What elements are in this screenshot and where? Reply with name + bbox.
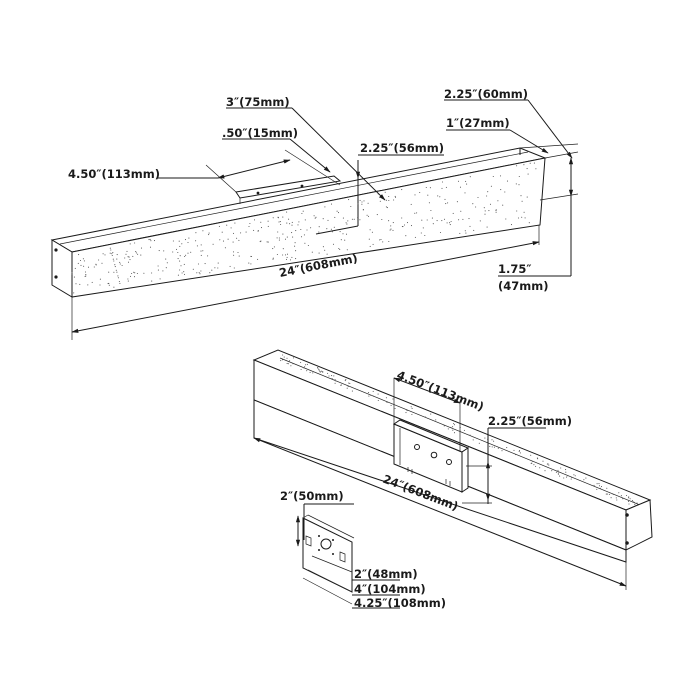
- dim-plate-width: 4.25″(108mm): [354, 596, 446, 610]
- top-view-labels: 4.50″(113mm) 3″(75mm) .50″(15mm) 2.25″(5…: [68, 87, 548, 293]
- dim-bracket-height: 2.25″(56mm): [360, 141, 444, 155]
- dim-height-mm: (47mm): [498, 279, 548, 293]
- dim-top-lip: 1″(27mm): [446, 116, 510, 130]
- top-view-dimensions: [71, 99, 579, 340]
- dim-bracket-offset-050: .50″(15mm): [222, 126, 298, 140]
- dim-depth-total: 2.25″(60mm): [444, 87, 528, 101]
- dim-slot-spacing: 2″(48mm): [354, 567, 418, 581]
- rear-view-dimensions: [253, 377, 627, 590]
- dim-plate-inner: 4″(104mm): [354, 582, 426, 596]
- dim-box-height: 2.25″(56mm): [488, 414, 572, 428]
- mounting-plate-dimensions: [295, 503, 400, 609]
- dim-bracket-width: 4.50″(113mm): [68, 167, 160, 181]
- dim-height-inches: 1.75″: [498, 262, 532, 276]
- dim-plate-height: 2″(50mm): [280, 489, 344, 503]
- mounting-plate-labels: 2″(50mm) 2″(48mm) 4″(104mm) 4.25″(108mm): [280, 489, 446, 610]
- dim-bracket-offset-3: 3″(75mm): [226, 95, 290, 109]
